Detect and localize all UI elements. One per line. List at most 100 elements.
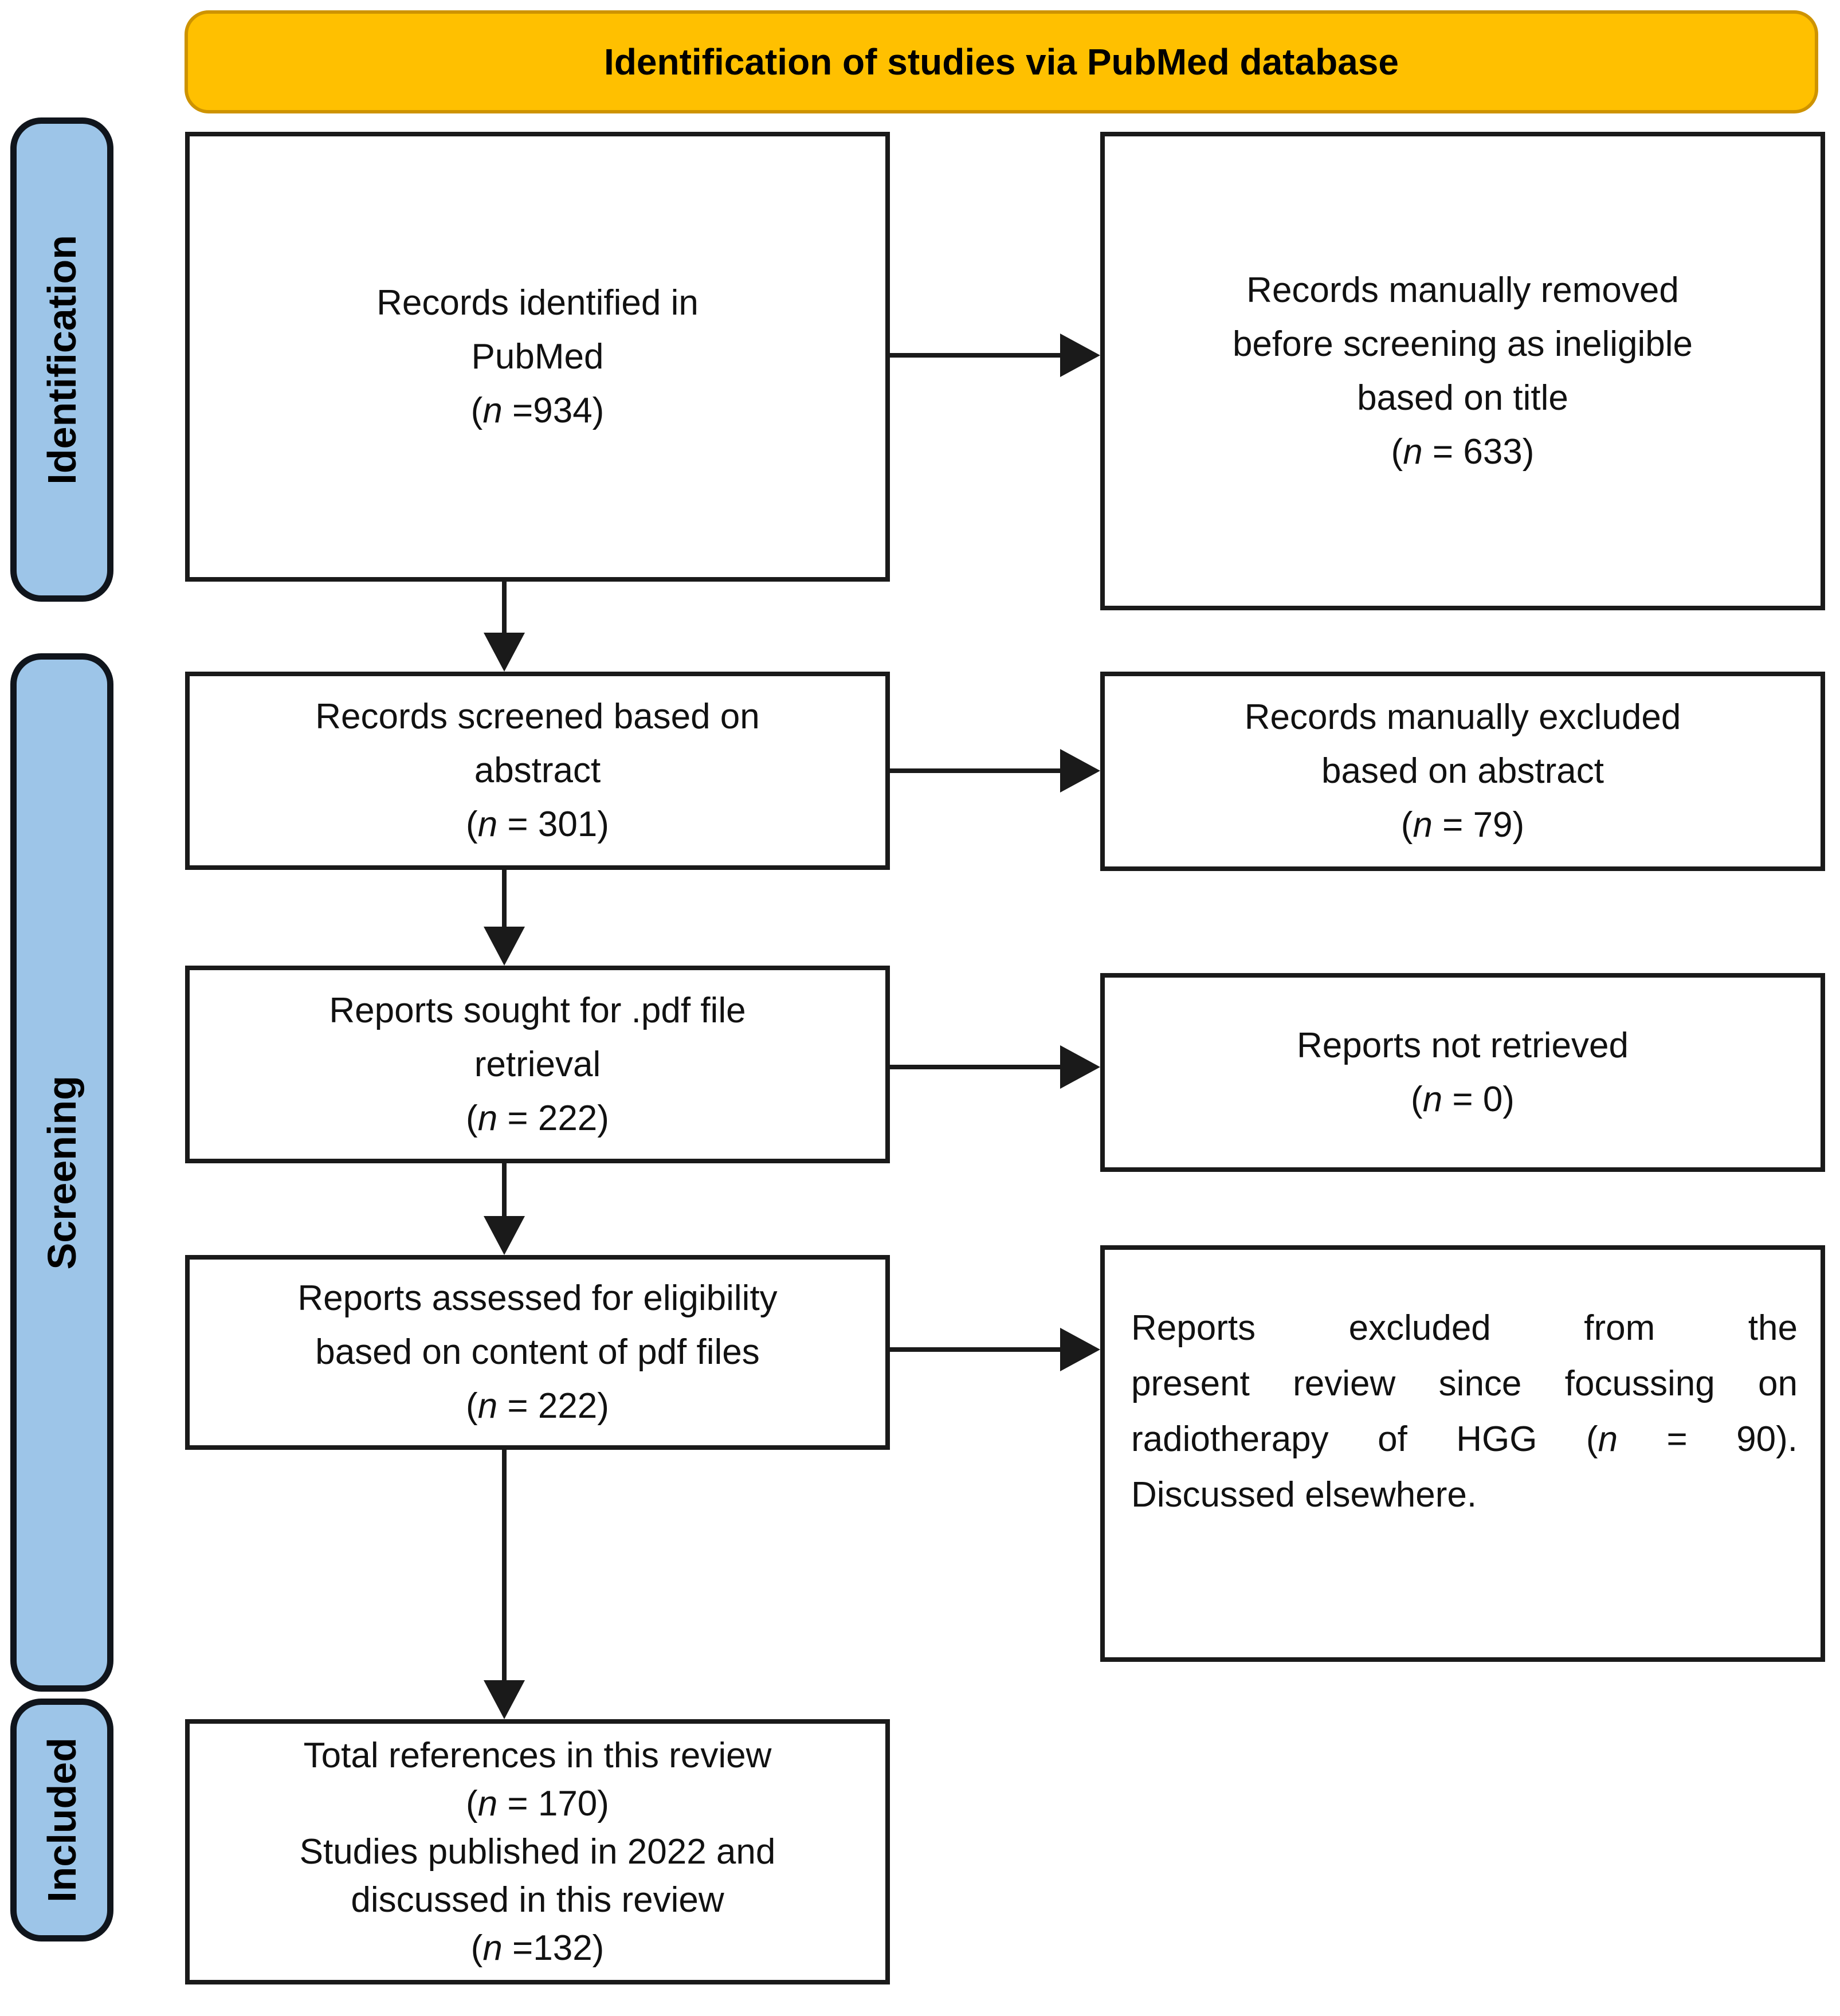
count-open: ( bbox=[1400, 805, 1413, 845]
box-text-line: PubMed bbox=[471, 336, 604, 376]
arrow-right-icon bbox=[890, 1328, 1100, 1371]
count-value: = 0) bbox=[1442, 1079, 1515, 1119]
arrow-head bbox=[484, 633, 525, 672]
arrow-head bbox=[484, 927, 525, 966]
arrow-line bbox=[890, 768, 1062, 773]
count-n: n bbox=[482, 390, 503, 430]
box-reports-excluded: Reports excluded from the present review… bbox=[1100, 1245, 1825, 1662]
count-open: ( bbox=[470, 1928, 483, 1968]
arrow-head bbox=[1060, 1328, 1100, 1371]
count-value: = 222) bbox=[497, 1386, 609, 1426]
count-n: n bbox=[1598, 1419, 1618, 1459]
box-records-identified: Records identified in PubMed (n =934) bbox=[185, 132, 890, 582]
box-text-line: present review since focussing on bbox=[1131, 1364, 1798, 1403]
count-line: (n = 633) bbox=[1391, 425, 1535, 479]
count-n: n bbox=[1403, 432, 1423, 472]
count-open: ( bbox=[1391, 432, 1403, 472]
count-value: = 301) bbox=[497, 805, 609, 844]
box-text-line: discussed in this review bbox=[351, 1880, 724, 1920]
arrow-line bbox=[502, 1163, 507, 1219]
stage-label-included: Included bbox=[40, 1737, 84, 1903]
count-line: (n = 222) bbox=[466, 1092, 609, 1146]
stage-bar-screening: Screening bbox=[10, 653, 113, 1692]
count-line: (n = 0) bbox=[1411, 1073, 1515, 1127]
box-reports-assessed: Reports assessed for eligibility based o… bbox=[185, 1255, 890, 1450]
count-n: n bbox=[477, 1386, 498, 1426]
count-value: = 222) bbox=[497, 1098, 609, 1138]
count-n: n bbox=[477, 1783, 498, 1823]
arrow-line bbox=[502, 582, 507, 636]
box-records-screened: Records screened based on abstract (n = … bbox=[185, 672, 890, 870]
arrow-right-icon bbox=[890, 1045, 1100, 1089]
box-text-line: Studies published in 2022 and bbox=[299, 1831, 776, 1872]
arrow-down-icon bbox=[484, 582, 525, 672]
count-line: (n = 222) bbox=[466, 1379, 609, 1433]
arrow-line bbox=[502, 870, 507, 930]
arrow-line bbox=[890, 1347, 1062, 1352]
count-value: =934) bbox=[502, 390, 605, 430]
arrow-head bbox=[1060, 749, 1100, 793]
box-text-line: Reports not retrieved bbox=[1297, 1025, 1629, 1065]
box-text-line: Reports assessed for eligibility bbox=[297, 1278, 778, 1318]
box-records-excluded: Records manually excluded based on abstr… bbox=[1100, 672, 1825, 871]
box-text-line: retrieval bbox=[474, 1044, 601, 1084]
arrow-right-icon bbox=[890, 334, 1100, 377]
box-text-line: Records manually removed bbox=[1246, 270, 1679, 310]
arrow-head bbox=[1060, 1045, 1100, 1089]
count-open: radiotherapy of HGG ( bbox=[1131, 1419, 1598, 1459]
count-open: ( bbox=[466, 1386, 478, 1426]
count-line: (n = 170) bbox=[466, 1780, 609, 1828]
count-open: ( bbox=[1411, 1079, 1423, 1119]
box-text-line: abstract bbox=[474, 751, 601, 790]
box-text-line: based on abstract bbox=[1321, 751, 1604, 791]
count-line: (n =132) bbox=[471, 1924, 605, 1972]
count-n: n bbox=[482, 1928, 503, 1968]
count-value: = 79) bbox=[1432, 805, 1525, 845]
stage-bar-included: Included bbox=[10, 1699, 113, 1942]
count-value: = 170) bbox=[497, 1783, 609, 1823]
count-open: ( bbox=[466, 1783, 478, 1823]
stage-label-identification: Identification bbox=[40, 234, 84, 485]
arrow-line bbox=[890, 1065, 1062, 1069]
box-reports-sought: Reports sought for .pdf file retrieval (… bbox=[185, 966, 890, 1163]
box-text-line: before screening as ineligible bbox=[1232, 324, 1693, 364]
box-records-removed: Records manually removed before screenin… bbox=[1100, 132, 1825, 610]
box-text-line: Discussed elsewhere. bbox=[1131, 1475, 1477, 1515]
count-n: n bbox=[1413, 805, 1433, 845]
count-line: (n = 79) bbox=[1401, 798, 1524, 852]
count-open: ( bbox=[466, 805, 478, 844]
box-total-references: Total references in this review (n = 170… bbox=[185, 1719, 890, 1984]
arrow-line bbox=[502, 1450, 507, 1684]
arrow-right-icon bbox=[890, 749, 1100, 793]
arrow-head bbox=[484, 1680, 525, 1719]
box-text-line: Records screened based on bbox=[315, 697, 760, 736]
count-value: = 90). bbox=[1618, 1419, 1798, 1459]
count-value: = 633) bbox=[1422, 432, 1535, 472]
box-reports-not-retrieved: Reports not retrieved (n = 0) bbox=[1100, 973, 1825, 1172]
count-n: n bbox=[477, 805, 498, 844]
arrow-down-icon bbox=[484, 1163, 525, 1255]
box-text-line: Reports excluded from the bbox=[1131, 1308, 1798, 1348]
box-text-line: based on content of pdf files bbox=[315, 1332, 760, 1372]
count-line: (n =934) bbox=[471, 384, 605, 438]
arrow-down-icon bbox=[484, 1450, 525, 1719]
arrow-line bbox=[890, 353, 1062, 358]
count-n: n bbox=[477, 1098, 498, 1138]
arrow-down-icon bbox=[484, 870, 525, 966]
stage-bar-identification: Identification bbox=[10, 117, 113, 602]
arrow-head bbox=[484, 1216, 525, 1255]
diagram-title: Identification of studies via PubMed dat… bbox=[604, 41, 1399, 83]
box-text-line: based on title bbox=[1357, 378, 1568, 418]
count-open: ( bbox=[466, 1098, 478, 1138]
count-line: (n = 301) bbox=[466, 798, 609, 852]
count-open: ( bbox=[470, 390, 483, 430]
count-value: =132) bbox=[502, 1928, 605, 1968]
title-banner: Identification of studies via PubMed dat… bbox=[185, 10, 1818, 113]
box-text-line: Reports sought for .pdf file bbox=[329, 990, 746, 1030]
box-text-line: radiotherapy of HGG (n = 90). bbox=[1131, 1411, 1798, 1467]
count-n: n bbox=[1422, 1079, 1443, 1119]
box-text-line: Records identified in bbox=[376, 283, 699, 323]
stage-label-screening: Screening bbox=[40, 1075, 84, 1270]
box-text-line: Records manually excluded bbox=[1244, 697, 1681, 737]
